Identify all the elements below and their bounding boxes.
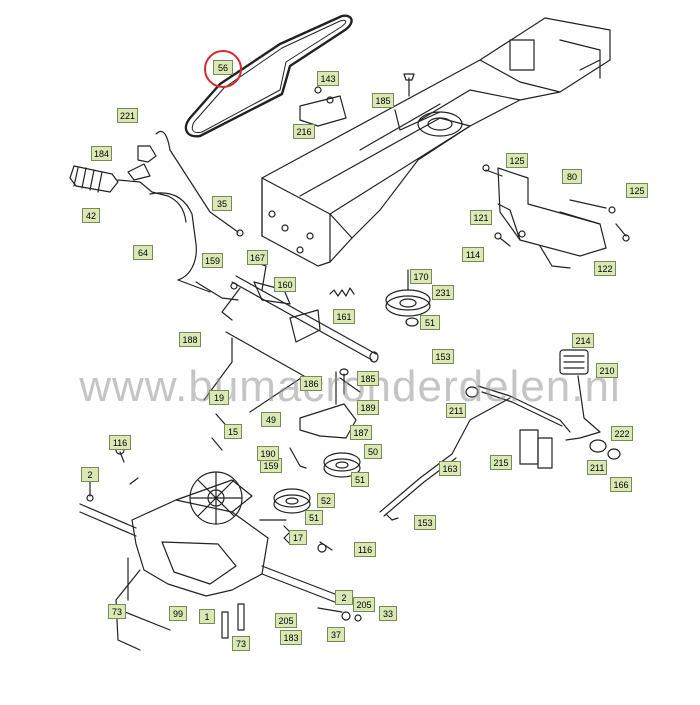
callout-186: 186	[300, 376, 322, 391]
callout-183: 183	[280, 630, 302, 645]
callout-73b: 73	[232, 636, 250, 651]
callout-99: 99	[169, 606, 187, 621]
callout-64: 64	[133, 245, 153, 260]
callout-185a: 185	[372, 93, 394, 108]
callout-231: 231	[432, 285, 454, 300]
callout-116a: 116	[109, 435, 131, 450]
spring-161	[329, 287, 355, 297]
callout-205b: 205	[275, 613, 297, 628]
callout-2a: 2	[81, 467, 99, 482]
control-cable	[155, 130, 244, 237]
callout-56: 56	[213, 60, 233, 75]
callout-1: 1	[199, 609, 215, 624]
callout-153a: 153	[432, 349, 454, 364]
bracket-80	[482, 164, 630, 269]
callout-35: 35	[212, 196, 232, 211]
callout-2b: 2	[335, 590, 353, 605]
highlight-ring	[204, 50, 242, 88]
bracket-216	[299, 73, 415, 127]
callout-189: 189	[357, 400, 379, 415]
lever-rod	[149, 192, 239, 301]
callout-37: 37	[327, 627, 345, 642]
callout-51b: 51	[351, 472, 369, 487]
callout-187: 187	[350, 425, 372, 440]
callout-221: 221	[117, 108, 139, 123]
callout-19: 19	[209, 390, 229, 405]
handle-grip	[69, 165, 169, 197]
idler-bracket	[289, 371, 361, 469]
callout-50: 50	[364, 444, 382, 459]
brake-pedal	[465, 349, 621, 469]
callout-185b: 185	[357, 371, 379, 386]
callout-153b: 153	[414, 515, 436, 530]
callout-121: 121	[470, 210, 492, 225]
pulley-52	[273, 488, 311, 545]
callout-51a: 51	[420, 315, 440, 330]
knob	[127, 145, 157, 181]
callout-51c: 51	[305, 510, 323, 525]
callout-190: 190	[257, 446, 279, 461]
callout-161: 161	[333, 309, 355, 324]
callout-163: 163	[439, 461, 461, 476]
callout-170: 170	[410, 269, 432, 284]
pedal-shaft	[203, 261, 379, 413]
callout-167: 167	[247, 250, 269, 265]
callout-17: 17	[289, 530, 307, 545]
callout-222: 222	[611, 426, 633, 441]
callout-211a: 211	[446, 403, 467, 418]
callout-42: 42	[82, 208, 100, 223]
callout-116b: 116	[354, 542, 376, 557]
callout-15: 15	[224, 424, 242, 439]
callout-184: 184	[91, 146, 113, 161]
callout-33: 33	[379, 606, 397, 621]
callout-143: 143	[317, 71, 339, 86]
transaxle	[79, 471, 341, 651]
pulley-231	[385, 269, 431, 327]
callout-205a: 205	[353, 597, 375, 612]
callout-214: 214	[572, 333, 594, 348]
callout-166: 166	[610, 477, 632, 492]
drive-belt	[184, 14, 353, 138]
callout-125b: 125	[626, 183, 648, 198]
callout-80: 80	[562, 169, 582, 184]
callout-160: 160	[274, 277, 296, 292]
callout-125a: 125	[506, 153, 528, 168]
callout-52: 52	[317, 493, 335, 508]
pulley-50	[323, 452, 361, 478]
callout-210: 210	[596, 363, 618, 378]
chassis-frame	[261, 17, 611, 267]
callout-188: 188	[179, 332, 201, 347]
callout-122: 122	[594, 261, 616, 276]
callout-159a: 159	[202, 253, 224, 268]
callout-216: 216	[293, 124, 315, 139]
callout-114: 114	[462, 247, 484, 262]
callout-215: 215	[490, 455, 512, 470]
callout-49: 49	[261, 412, 281, 427]
callout-211b: 211	[587, 460, 608, 475]
callout-73a: 73	[108, 604, 126, 619]
